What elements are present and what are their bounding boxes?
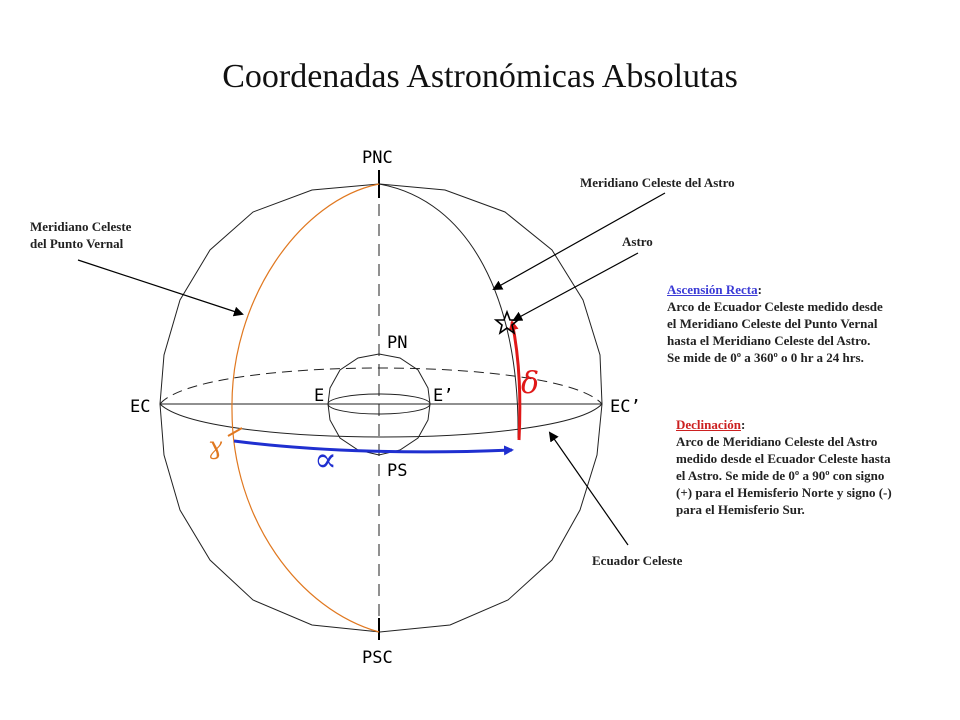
label-ec: EC xyxy=(130,397,151,417)
celestial-equator-back xyxy=(159,367,603,405)
vernal-meridian-arc xyxy=(231,183,380,633)
callout-meridiano-vernal: Meridiano Celeste del Punto Vernal xyxy=(30,218,131,252)
label-e-prime: E’ xyxy=(433,386,454,406)
celestial-equator-front xyxy=(159,403,603,438)
callout-meridiano-astro: Meridiano Celeste del Astro xyxy=(580,175,735,190)
declinacion-heading: Declinación xyxy=(676,417,741,432)
callout-ecuador: Ecuador Celeste xyxy=(592,553,683,568)
declinacion-text-block: Declinación: Arco de Meridiano Celeste d… xyxy=(676,416,892,518)
label-pnc: PNC xyxy=(362,148,393,168)
ascension-heading: Ascensión Recta xyxy=(667,282,758,297)
gamma-symbol: ɣ xyxy=(208,432,223,460)
ascension-line-3: hasta el Meridiano Celeste del Astro. xyxy=(667,333,871,348)
declinacion-line-1: Arco de Meridiano Celeste del Astro xyxy=(676,434,878,449)
leader-ecuador xyxy=(548,431,629,546)
declinacion-heading-row: Declinación: xyxy=(676,417,746,432)
label-ec-prime: EC’ xyxy=(610,397,641,417)
leader-meridiano-vernal xyxy=(77,259,244,317)
declinacion-line-2: medido desde el Ecuador Celeste hasta xyxy=(676,451,891,466)
ascension-line-4: Se mide de 0º a 360º o 0 hr a 24 hrs. xyxy=(667,350,864,365)
leader-meridiano-astro xyxy=(492,192,666,290)
right-ascension-arc xyxy=(233,439,514,456)
callout-meridiano-vernal-line-2: del Punto Vernal xyxy=(30,236,124,251)
earth-equator xyxy=(327,393,431,415)
callout-astro: Astro xyxy=(622,234,653,249)
earth-globe xyxy=(327,353,431,456)
vernal-point-tick xyxy=(227,427,243,437)
declinacion-line-5: para el Hemisferio Sur. xyxy=(676,502,805,517)
label-psc: PSC xyxy=(362,648,393,668)
label-pn: PN xyxy=(387,333,408,353)
leader-astro xyxy=(512,252,639,321)
star-meridian-arc xyxy=(378,183,519,439)
callout-meridiano-vernal-line-1: Meridiano Celeste xyxy=(30,219,132,234)
celestial-sphere-outline xyxy=(159,183,603,633)
label-e: E xyxy=(314,386,325,406)
alpha-symbol: ∝ xyxy=(314,440,338,480)
ascension-text-block: Ascensión Recta: Arco de Ecuador Celeste… xyxy=(667,281,883,366)
ascension-heading-row: Ascensión Recta: xyxy=(667,282,762,297)
delta-symbol: δ xyxy=(521,366,540,401)
ascension-line-1: Arco de Ecuador Celeste medido desde xyxy=(667,299,883,314)
label-ps: PS xyxy=(387,461,408,481)
ascension-line-2: el Meridiano Celeste del Punto Vernal xyxy=(667,316,878,331)
diagram-title: Coordenadas Astronómicas Absolutas xyxy=(222,58,738,95)
declinacion-line-4: (+) para el Hemisferio Norte y signo (-) xyxy=(676,485,892,500)
declinacion-line-3: el Astro. Se mide de 0º a 90º con signo xyxy=(676,468,885,483)
